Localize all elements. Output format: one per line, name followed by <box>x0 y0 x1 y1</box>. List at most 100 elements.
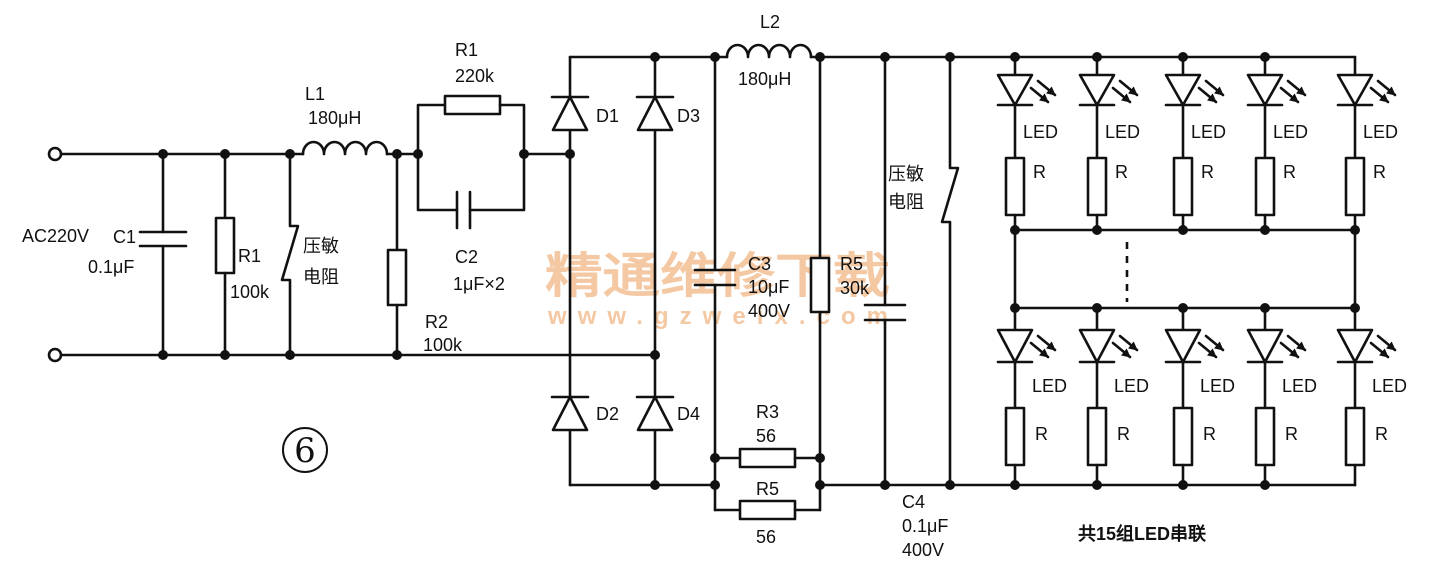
resistor-label: R <box>1115 162 1128 182</box>
c1-value: 0.1μF <box>88 257 134 277</box>
resistor-label: R <box>1035 424 1048 444</box>
r5-sense-body <box>738 499 797 521</box>
junction-dot <box>285 350 295 360</box>
resistor-label: R <box>1375 424 1388 444</box>
junction-dot <box>1092 225 1102 235</box>
junction-dot <box>1260 480 1270 490</box>
l1-coil <box>301 140 389 156</box>
input-label: AC220V <box>22 226 89 246</box>
junction-dot <box>710 480 720 490</box>
resistor-pair-r3-r5: R3 56 R5 56 <box>713 402 822 547</box>
light-arrow-icon <box>1036 79 1057 97</box>
varistor-output: 压敏 电阻 <box>888 55 960 487</box>
r5-bleeder-body <box>809 256 831 314</box>
light-arrow-icon <box>1036 334 1057 352</box>
junction-dot <box>1260 52 1270 62</box>
junction-dot <box>392 149 402 159</box>
light-arrow-icon <box>1369 86 1390 104</box>
led-label: LED <box>1273 122 1308 142</box>
r5-sense-value: 56 <box>756 527 776 547</box>
c4-value: 0.1μF <box>902 516 948 536</box>
input-terminal-top <box>47 146 63 162</box>
varistor-output-symbol <box>940 55 960 487</box>
led-array: LEDRLEDRLEDRLEDRLEDRLEDRLEDRLEDRLEDRLEDR… <box>996 55 1407 544</box>
r3-value: 56 <box>756 426 776 446</box>
led-string-top-4: LED R <box>1246 55 1308 232</box>
led-label: LED <box>1363 122 1398 142</box>
led-label: LED <box>1372 376 1407 396</box>
resistor-r1-series: R1 220k <box>416 40 526 156</box>
r2-body <box>386 248 408 307</box>
junction-dot <box>1350 303 1360 313</box>
junction-dot <box>1260 303 1270 313</box>
r2-name: R2 <box>425 312 448 332</box>
led-diode <box>996 328 1034 364</box>
junction-dot <box>945 52 955 62</box>
inductor-l2: L2 180μH <box>725 12 813 89</box>
capacitor-c1: C1 0.1μF <box>88 152 188 357</box>
junction-dot <box>285 149 295 159</box>
junction-dot <box>1178 303 1188 313</box>
resistor-r1-shunt: R1 100k <box>214 152 270 357</box>
c2-value: 1μF×2 <box>453 274 505 294</box>
r1-shunt-name: R1 <box>238 246 261 266</box>
r1-series-name: R1 <box>455 40 478 60</box>
light-arrow-icon <box>1369 341 1390 359</box>
c2-lead-right <box>468 152 526 212</box>
junction-dot <box>413 149 423 159</box>
light-arrow-icon <box>1029 86 1050 104</box>
led-label: LED <box>1105 122 1140 142</box>
led-diode <box>1246 73 1284 107</box>
led-series-resistor <box>1344 156 1366 217</box>
led-diode <box>1164 73 1202 107</box>
junction-dot <box>1010 52 1020 62</box>
junction-dot <box>880 52 890 62</box>
led-string-bottom-5: LED R <box>1336 306 1407 487</box>
c3-voltage: 400V <box>748 301 790 321</box>
led-series-resistor <box>1086 406 1108 467</box>
capacitor-c4: C4 0.1μF 400V <box>863 55 948 560</box>
capacitor-c2: C2 1μF×2 <box>416 152 526 294</box>
r5-sense-name: R5 <box>756 479 779 499</box>
junction-dot <box>1350 225 1360 235</box>
d2-triangle <box>551 395 589 432</box>
r5-bleeder-value: 30k <box>840 278 870 298</box>
resistor-label: R <box>1117 424 1130 444</box>
junction-dot <box>1092 480 1102 490</box>
led-diode <box>1336 73 1374 107</box>
led-label: LED <box>1032 376 1067 396</box>
junction-dot <box>945 480 955 490</box>
junction-dot <box>1178 52 1188 62</box>
r2-value: 100k <box>423 335 463 355</box>
r1-shunt-value: 100k <box>230 282 270 302</box>
led-label: LED <box>1023 122 1058 142</box>
l1-value: 180μH <box>308 108 361 128</box>
junction-dot <box>650 350 660 360</box>
input-terminal-bottom <box>47 347 63 363</box>
junction-dot <box>1010 303 1020 313</box>
junction-dot <box>519 149 529 159</box>
junction-dot <box>710 453 720 463</box>
r5-bleeder-name: R5 <box>840 254 863 274</box>
resistor-label: R <box>1201 162 1214 182</box>
watermark-title: 精通维修下载 <box>545 250 890 303</box>
d3-label: D3 <box>677 106 700 126</box>
junction-dot <box>880 480 890 490</box>
led-series-resistor <box>1004 406 1026 467</box>
led-series-resistor <box>1172 156 1194 217</box>
c2-lead-left <box>416 152 459 212</box>
r1-series-body <box>443 94 502 116</box>
c4-voltage: 400V <box>902 540 944 560</box>
resistor-label: R <box>1283 162 1296 182</box>
junction-dot <box>565 149 575 159</box>
junction-dots <box>158 52 1360 490</box>
l2-value: 180μH <box>738 69 791 89</box>
led-array-note: 共15组LED串联 <box>1078 523 1206 544</box>
c3-value: 10μF <box>748 277 789 297</box>
junction-dot <box>1092 303 1102 313</box>
